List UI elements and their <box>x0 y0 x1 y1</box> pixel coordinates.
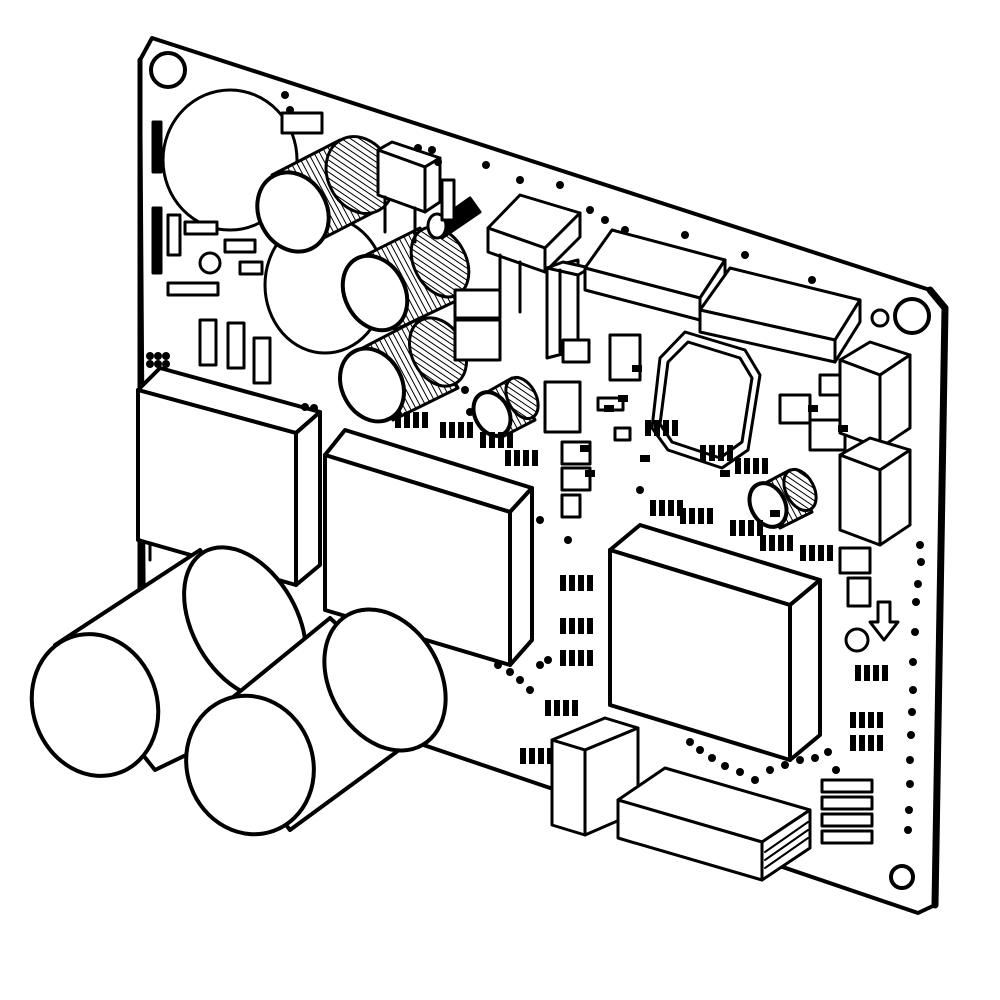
relay-2 <box>486 193 582 314</box>
relay-1 <box>376 140 442 244</box>
mounting-holes <box>149 51 931 890</box>
right-connector-2 <box>838 436 912 547</box>
power-module <box>608 523 822 762</box>
right-connector-1 <box>838 340 912 450</box>
relay-4 <box>698 266 862 364</box>
smd-resistor-cluster <box>151 111 324 385</box>
diode <box>426 178 482 240</box>
electrolytic-capacitor-small-1 <box>471 375 540 438</box>
electrolytic-capacitor-2 <box>340 225 471 333</box>
arrow-marking <box>868 600 900 642</box>
film-capacitor-1 <box>136 366 322 587</box>
bottom-ribbon-connector <box>616 766 812 882</box>
electrolytic-capacitor-3 <box>338 316 469 424</box>
cylinder-capacitor-2 <box>184 607 448 837</box>
bottom-header-vertical <box>550 716 640 837</box>
right-header-pins <box>820 778 874 845</box>
via-and-pad-details <box>146 91 925 834</box>
